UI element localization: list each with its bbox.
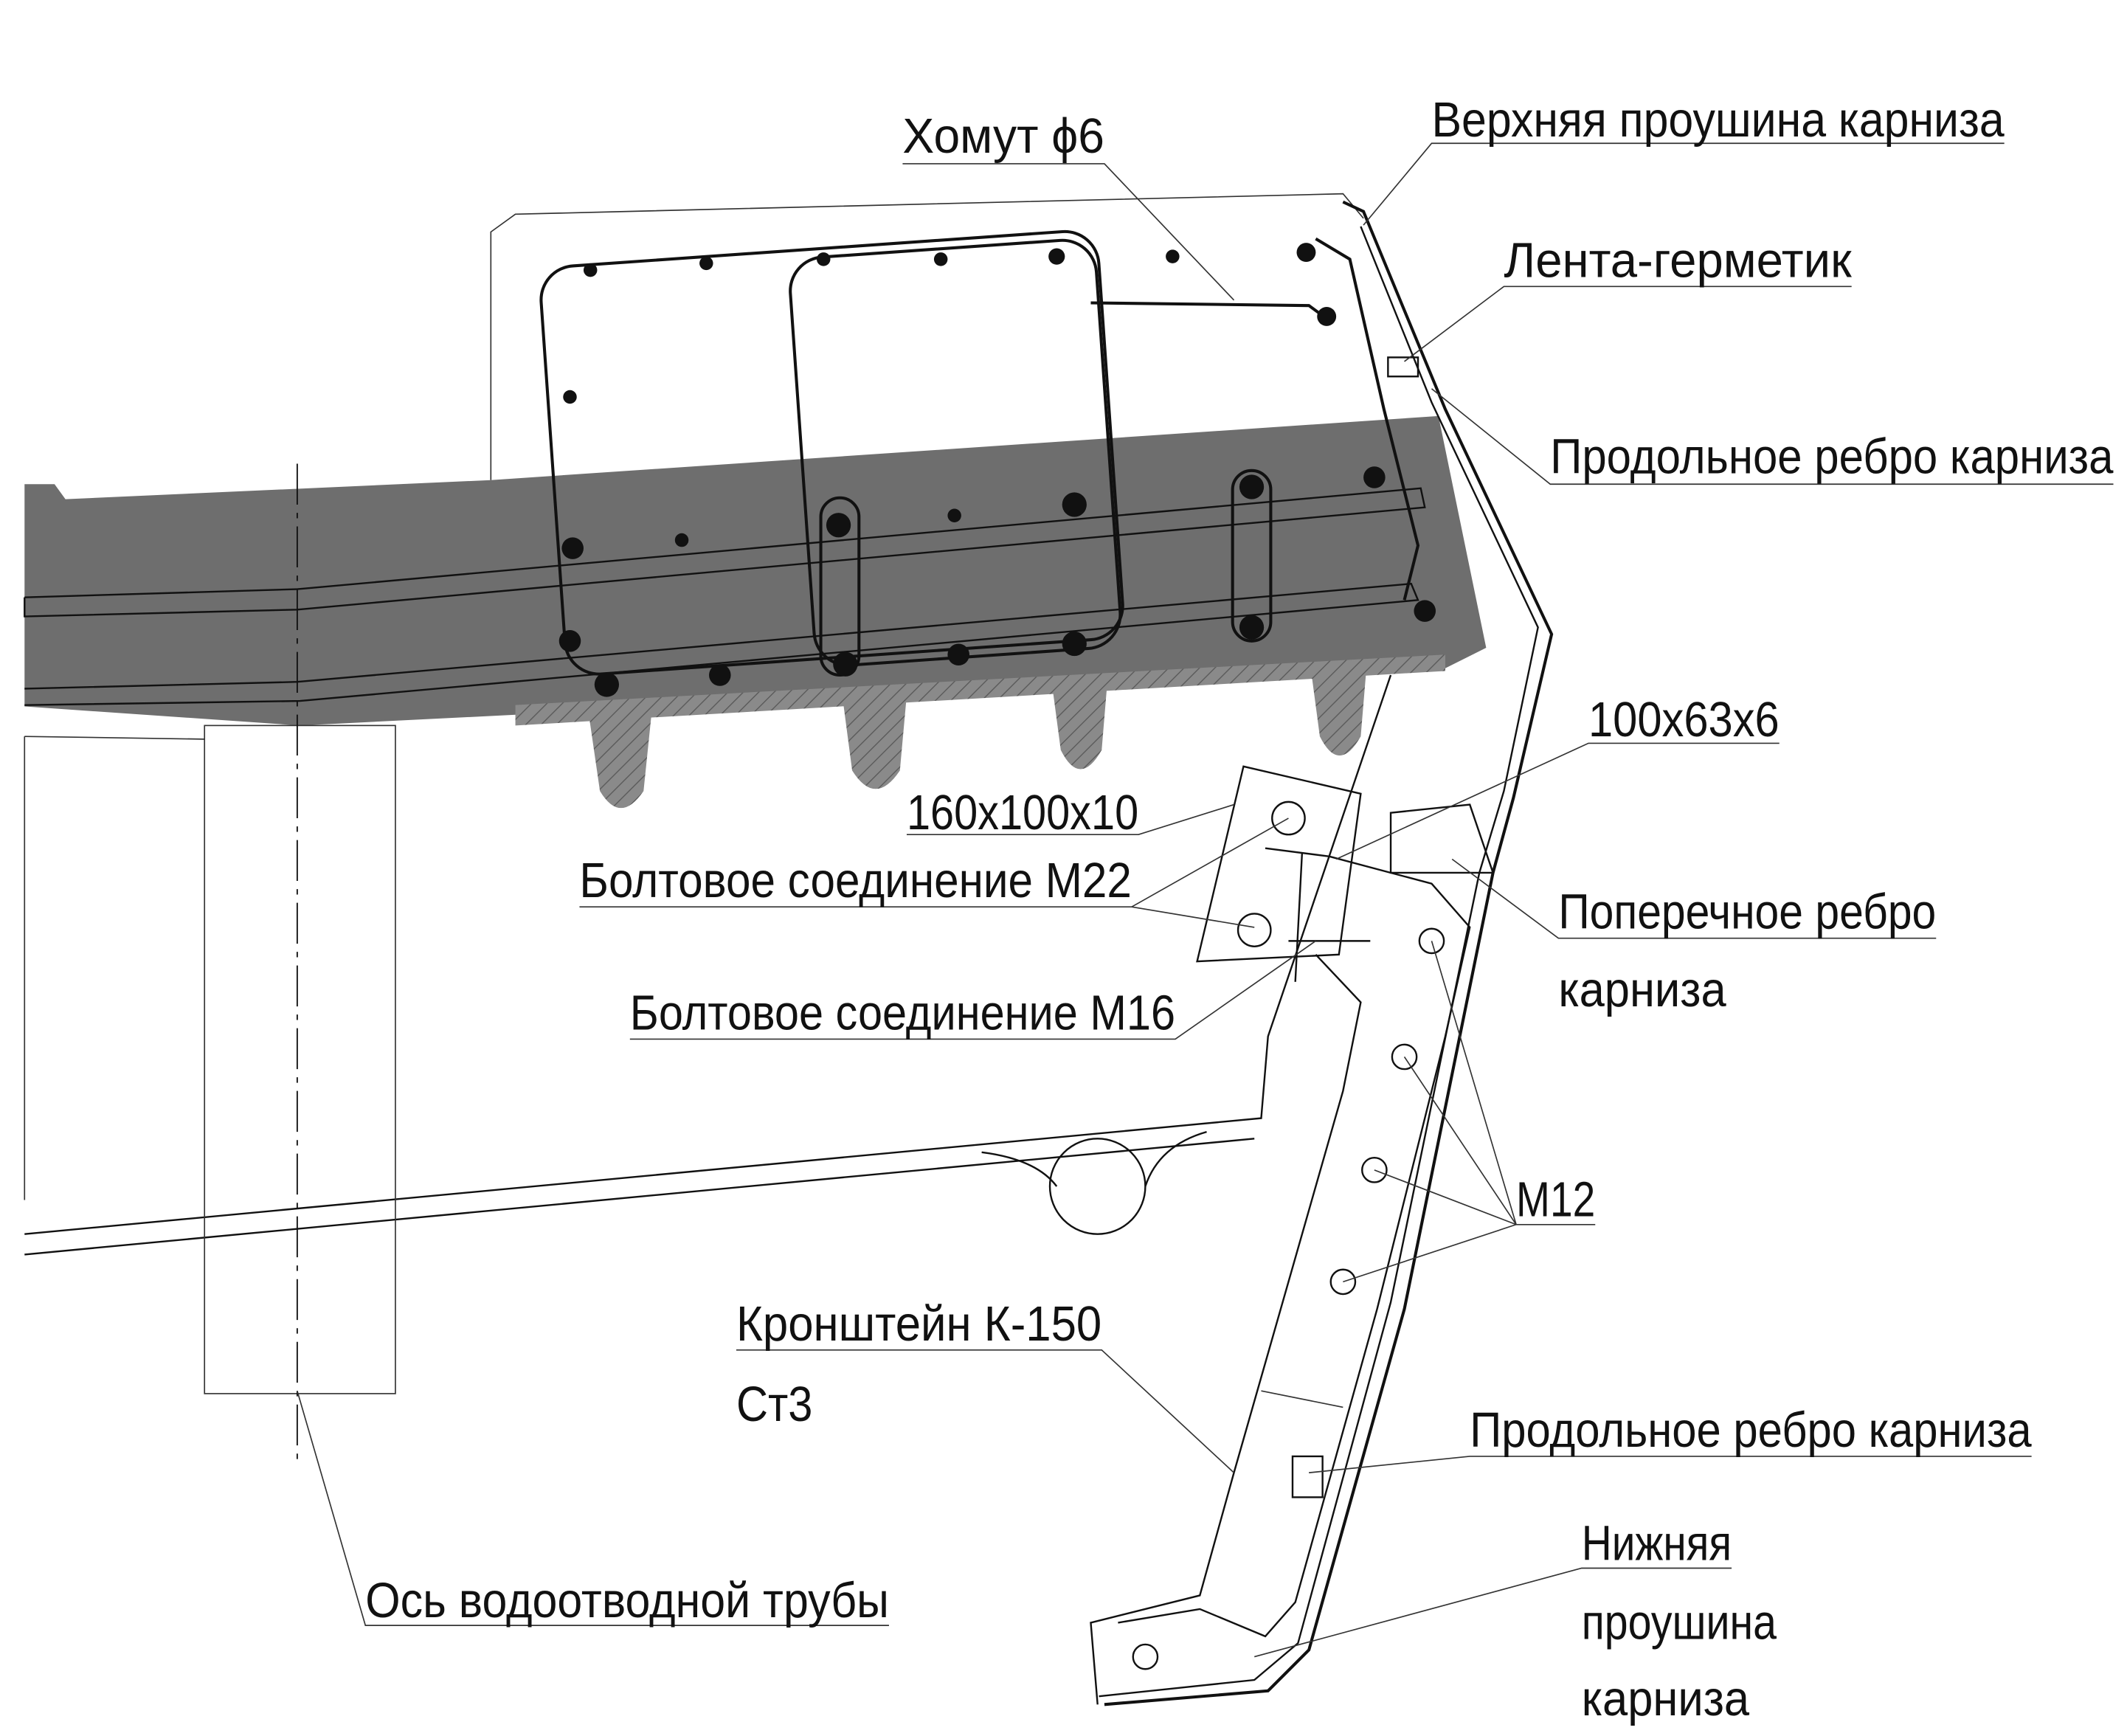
label-angle-100: 100x63x6 <box>1588 693 1780 747</box>
label-bracket: Кронштейн К-150 <box>736 1297 1101 1352</box>
u-bar <box>1231 468 1273 643</box>
beam-rib <box>589 711 652 809</box>
rebar-dots <box>558 243 1436 697</box>
hatched-band <box>515 654 1445 726</box>
rebar-cage <box>789 238 1122 667</box>
label-long-rib-bottom: Продольное ребро карниза <box>1470 1403 2031 1458</box>
label-bolt-m16: Болтовое соединение М16 <box>630 986 1175 1040</box>
label-sealant-tape: Лента-герметик <box>1504 233 1852 288</box>
leader-lines <box>297 142 2114 1658</box>
label-lower-lug-2: проушина <box>1582 1596 1777 1650</box>
angle-100 <box>1389 803 1495 874</box>
cornice-plate <box>1104 200 1554 1706</box>
label-upper-lug: Верхняя проушина карниза <box>1431 93 2004 148</box>
label-pipe-axis: Ось водоотводной трубы <box>365 1574 889 1628</box>
sealant-tape <box>1387 356 1419 378</box>
slab-layer-line <box>24 588 297 598</box>
lower-flange <box>24 674 1392 1235</box>
label-bolt-m22: Болтовое соединение М22 <box>579 854 1131 908</box>
label-clamp: Хомут ϕ6 <box>902 109 1104 164</box>
label-long-rib-top: Продольное ребро карниза <box>1550 429 2113 484</box>
label-cross-rib: Поперечное ребро <box>1558 885 1936 940</box>
beam-rib <box>1052 684 1107 770</box>
rebar-cage <box>1090 301 1331 322</box>
column <box>204 725 396 1394</box>
bridge-slab <box>24 415 1487 726</box>
label-bracket-steel: Ст3 <box>736 1377 812 1432</box>
label-cross-rib-2: карниза <box>1558 963 1726 1017</box>
label-lower-lug-3: карниза <box>1582 1672 1749 1726</box>
bracket-k150 <box>1118 855 1471 1638</box>
lower-long-rib <box>1291 1455 1324 1498</box>
rebar-cage <box>1315 237 1420 601</box>
concrete-outline <box>490 193 1364 480</box>
beam-rib <box>1311 671 1366 756</box>
bracket-k150 <box>1090 954 1362 1705</box>
label-m12: М12 <box>1516 1173 1595 1228</box>
label-lower-lug: Нижняя <box>1582 1516 1732 1571</box>
angle-plate-160 <box>1196 765 1362 963</box>
slab-layer-line <box>24 582 1419 706</box>
bolt-icons <box>1132 800 1445 1670</box>
beam-rib <box>843 695 907 789</box>
label-angle-160: 160x100x10 <box>907 786 1138 840</box>
